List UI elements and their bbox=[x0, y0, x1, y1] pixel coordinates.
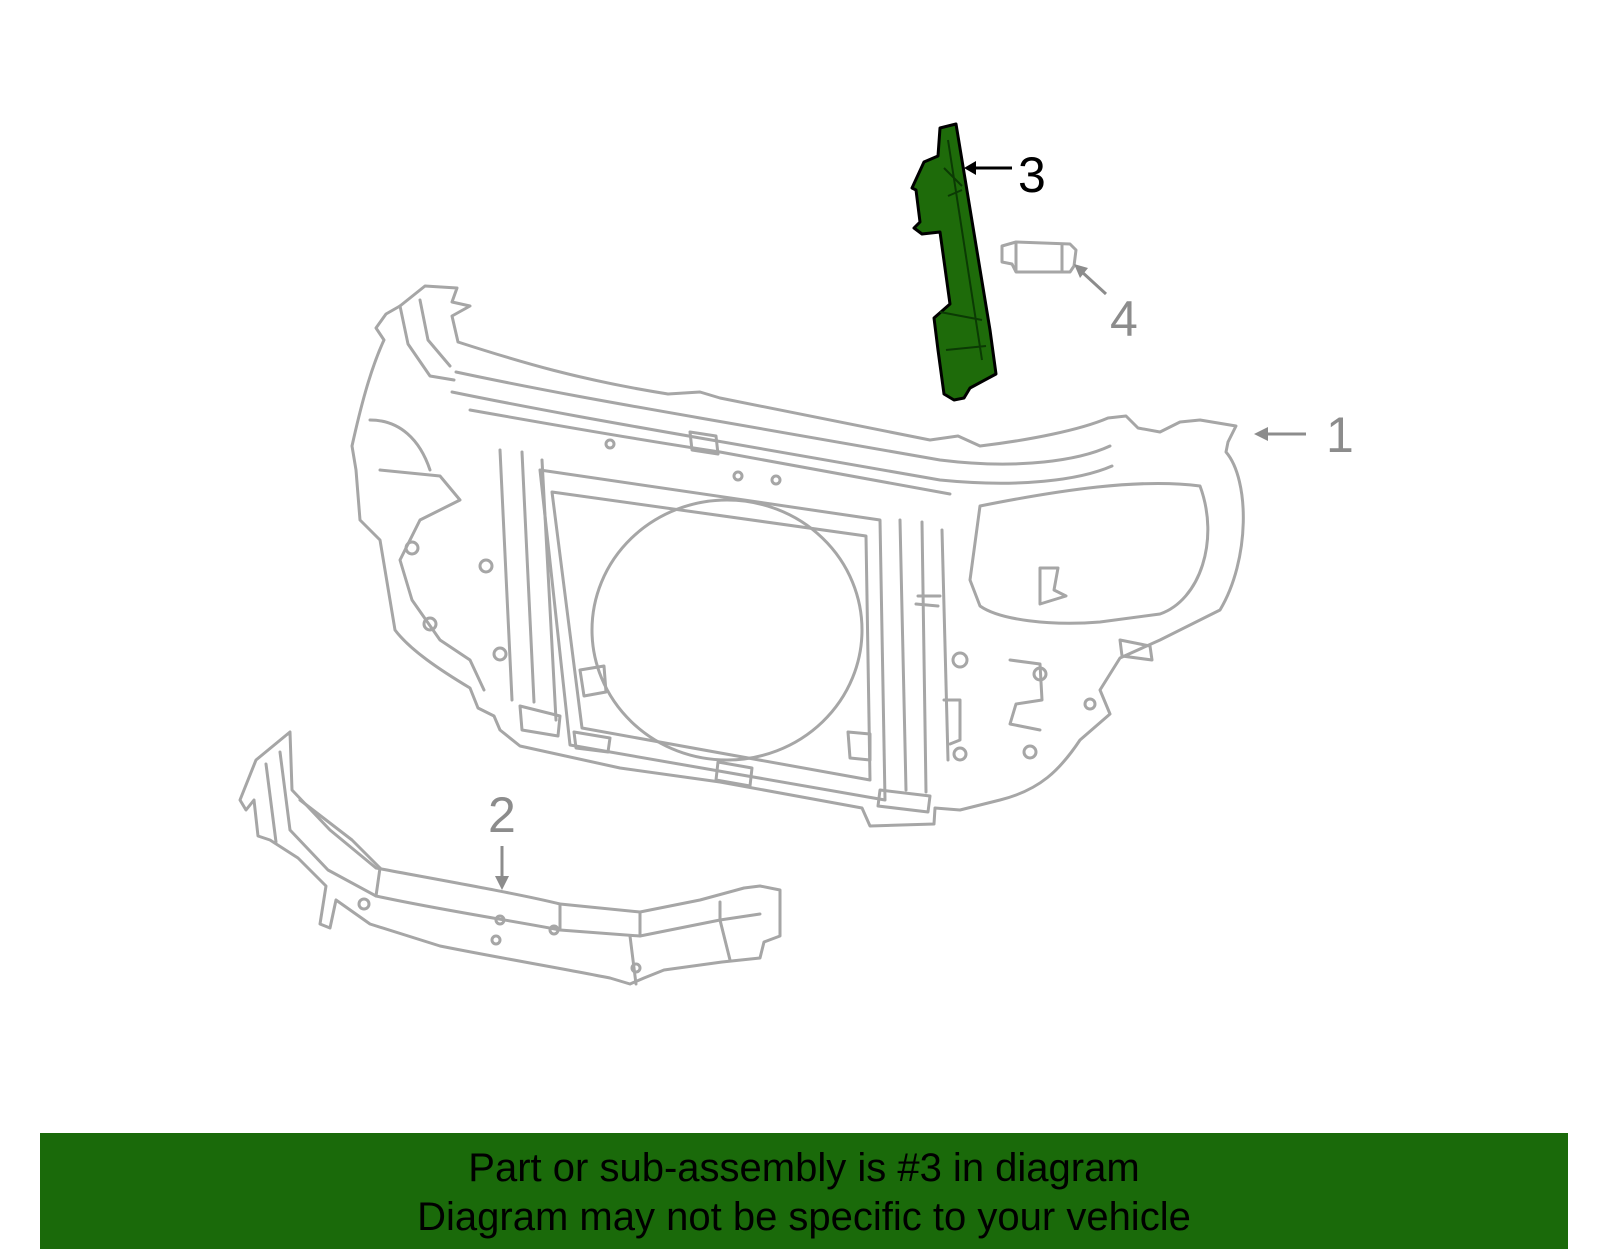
callout-4: 4 bbox=[1110, 291, 1138, 347]
part-3-highlighted-baffle[interactable] bbox=[910, 122, 998, 402]
callout-2: 2 bbox=[488, 787, 516, 843]
part-1-radiator-support[interactable] bbox=[350, 284, 1245, 828]
banner-line-disclaimer: Diagram may not be specific to your vehi… bbox=[417, 1195, 1191, 1239]
banner-line-part-number: Part or sub-assembly is #3 in diagram bbox=[468, 1146, 1140, 1190]
callout-3: 3 bbox=[1018, 147, 1046, 203]
parts-diagram: 3 4 1 2 bbox=[238, 122, 1354, 986]
info-banner: Part or sub-assembly is #3 in diagram Di… bbox=[40, 1133, 1568, 1249]
callout-1: 1 bbox=[1326, 407, 1354, 463]
part-4-clip[interactable] bbox=[1000, 240, 1078, 274]
part-2-lower-crossmember[interactable] bbox=[238, 730, 782, 986]
callout-leader-lines bbox=[495, 161, 1306, 890]
